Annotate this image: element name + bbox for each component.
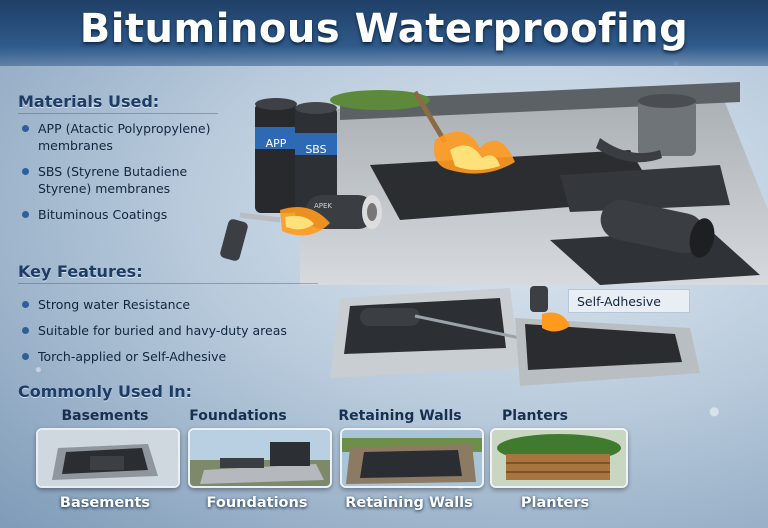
rooftop-illustration: [300, 82, 768, 285]
self-adhesive-callout: Self-Adhesive: [568, 289, 690, 313]
flame-core: [450, 145, 500, 170]
membrane-sheet-edge: [560, 165, 730, 212]
features-divider: [18, 283, 318, 284]
torch-small: [530, 286, 548, 312]
page-title: Bituminous Waterproofing: [79, 6, 689, 52]
card-top-label: Retaining Walls: [338, 408, 462, 424]
materials-item: APP (Atactic Polypropylene) membranes: [18, 120, 223, 154]
sbs-roll-label: SBS: [305, 143, 326, 156]
grass-patch: [330, 90, 430, 110]
card-bottom-label: Retaining Walls: [345, 495, 473, 511]
basements-image: [36, 428, 180, 488]
sbs-roll-band: [295, 133, 337, 155]
card-top-label: Foundations: [189, 408, 287, 424]
card-bottom-label: Foundations: [206, 495, 308, 511]
materials-item: Bituminous Coatings: [18, 206, 223, 223]
title-bar: [0, 0, 768, 66]
torch-body: [220, 219, 248, 261]
card-top-label: Planters: [502, 408, 568, 424]
planters-image: [490, 428, 628, 488]
features-item: Torch-applied or Self-Adhesive: [18, 348, 328, 365]
bitumen-bucket: [638, 100, 696, 156]
features-item: Suitable for buried and havy-duty areas: [18, 322, 328, 339]
brush-handle: [412, 90, 448, 144]
roll-end: [689, 218, 715, 258]
retaining-walls-image: [340, 428, 484, 488]
features-heading: Key Features:: [18, 262, 143, 281]
torch-nozzle: [239, 212, 281, 223]
card-top-label: Basements: [61, 408, 149, 424]
features-item: Strong water Resistance: [18, 296, 328, 313]
materials-divider: [18, 113, 218, 114]
materials-item: SBS (Styrene Butadiene Styrene) membrane…: [18, 163, 223, 197]
applied-membrane: [344, 298, 506, 354]
materials-list: APP (Atactic Polypropylene) membranes SB…: [18, 120, 223, 232]
foundations-image: [188, 428, 332, 488]
curled-sheet: [596, 138, 662, 163]
materials-heading: Materials Used:: [18, 92, 160, 111]
parapet-wall: [340, 82, 740, 120]
card-bottom-label: Planters: [520, 495, 590, 511]
self-adhesive-illustration: [330, 286, 700, 386]
card-bottom-label: Basements: [59, 495, 151, 511]
torch-small-flame: [542, 312, 570, 332]
features-list: Strong water Resistance Suitable for bur…: [18, 296, 328, 374]
app-roll-band: [255, 127, 297, 149]
bucket-rim: [638, 94, 696, 108]
uses-heading: Commonly Used In:: [18, 382, 193, 401]
membrane-roll: [600, 199, 705, 254]
membrane-rolls-illustration: APP SBS APEK: [220, 98, 382, 261]
roller: [360, 308, 420, 326]
small-roll-label: APEK: [314, 202, 332, 210]
app-roll-label: APP: [266, 137, 287, 150]
app-roll: [255, 103, 297, 213]
